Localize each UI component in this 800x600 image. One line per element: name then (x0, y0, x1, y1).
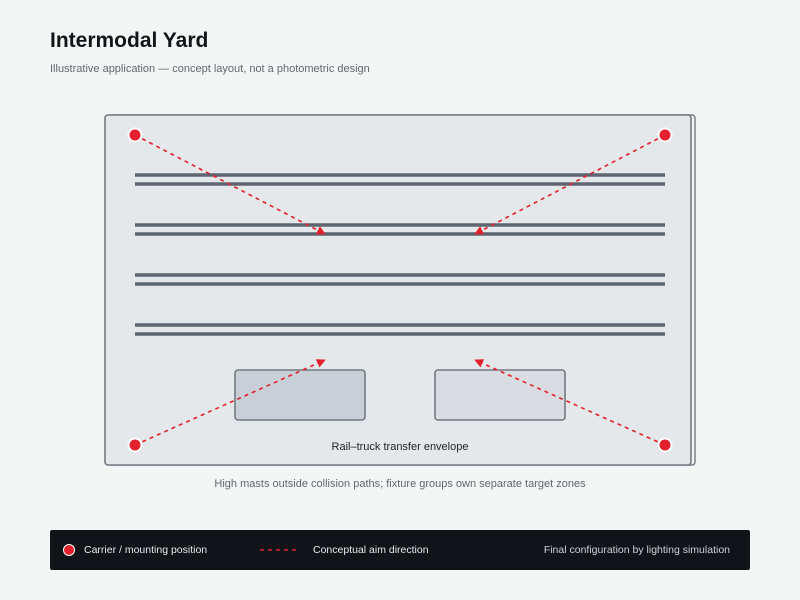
mast-top-left (127, 127, 143, 143)
masts (127, 127, 673, 453)
aim-line-top-left (134, 134, 326, 235)
carrier-dot-icon (63, 544, 75, 556)
aim-line-top-right (474, 134, 666, 235)
mast-bottom-left (127, 437, 143, 453)
rail-track (135, 223, 665, 236)
rail-tracks (135, 173, 665, 336)
mast-bottom-right (657, 437, 673, 453)
rail-track (135, 273, 665, 286)
legend-item-carrier: Carrier / mounting position (63, 530, 207, 570)
legend-bar: Carrier / mounting position Conceptual a… (50, 530, 750, 570)
diagram-caption: High masts outside collision paths; fixt… (214, 478, 586, 490)
transfer-zone-right (434, 369, 566, 421)
page-title: Intermodal Yard (50, 29, 209, 52)
mast-top-right (657, 127, 673, 143)
dashed-line-icon (260, 549, 296, 551)
aim-lines (134, 134, 666, 446)
rail-track (135, 173, 665, 186)
legend-carrier-label: Carrier / mounting position (84, 544, 208, 556)
page-subtitle: Illustrative application — concept layou… (50, 63, 370, 75)
aim-line-bottom-left (134, 359, 326, 446)
transfer-zone-left (234, 369, 366, 421)
zone-label: Rail–truck transfer envelope (332, 441, 469, 453)
rail-track (135, 323, 665, 336)
legend-item-aim: Conceptual aim direction (260, 530, 429, 570)
legend-note: Final configuration by lighting simulati… (543, 544, 730, 556)
aim-line-bottom-right (474, 359, 666, 446)
legend-aim-label: Conceptual aim direction (313, 544, 429, 556)
yard-boundary (104, 114, 692, 466)
